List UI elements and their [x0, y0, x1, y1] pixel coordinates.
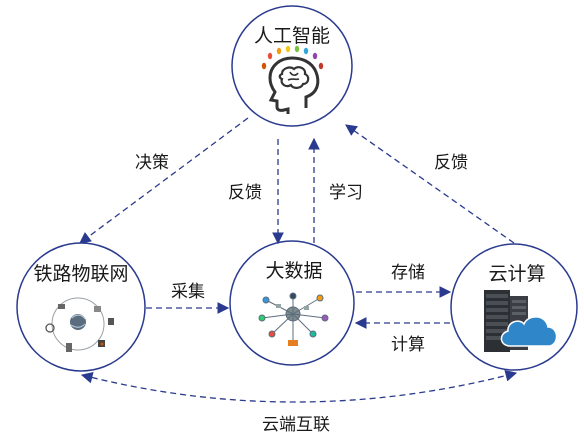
- data-network-icon: [258, 292, 329, 346]
- node-iot-title: 铁路物联网: [33, 263, 128, 285]
- edge-learning-label: 学习: [329, 183, 363, 203]
- node-cloud-title: 云计算: [488, 263, 545, 285]
- iot-network-icon: [45, 297, 114, 352]
- brain-head-icon: [268, 56, 320, 114]
- cloud-icon: [500, 316, 558, 347]
- node-bigdata: 大数据: [229, 240, 355, 366]
- node-ai: 人工智能: [231, 5, 353, 127]
- idea-rays-icon: [261, 45, 324, 70]
- edge-compute-label: 计算: [391, 335, 425, 355]
- edge-feedback-cloud-ai-label: 反馈: [434, 153, 468, 173]
- edge-collect-label: 采集: [171, 282, 205, 302]
- edges: [79, 117, 518, 403]
- edge-feedback-cloud-ai: [345, 124, 515, 244]
- node-iot: 铁路物联网: [16, 242, 146, 372]
- edge-feedback-ai-bigdata-label: 反馈: [228, 183, 262, 203]
- edge-storage-label: 存储: [391, 263, 425, 283]
- edge-cloud-interconnect-label: 云端互联: [262, 415, 330, 435]
- node-bigdata-title: 大数据: [265, 260, 322, 282]
- edge-cloud-interconnect: [80, 370, 518, 403]
- node-ai-title: 人工智能: [254, 25, 330, 47]
- node-cloud: 云计算: [450, 243, 578, 371]
- edge-decision: [79, 117, 249, 244]
- edge-decision-label: 决策: [135, 153, 169, 173]
